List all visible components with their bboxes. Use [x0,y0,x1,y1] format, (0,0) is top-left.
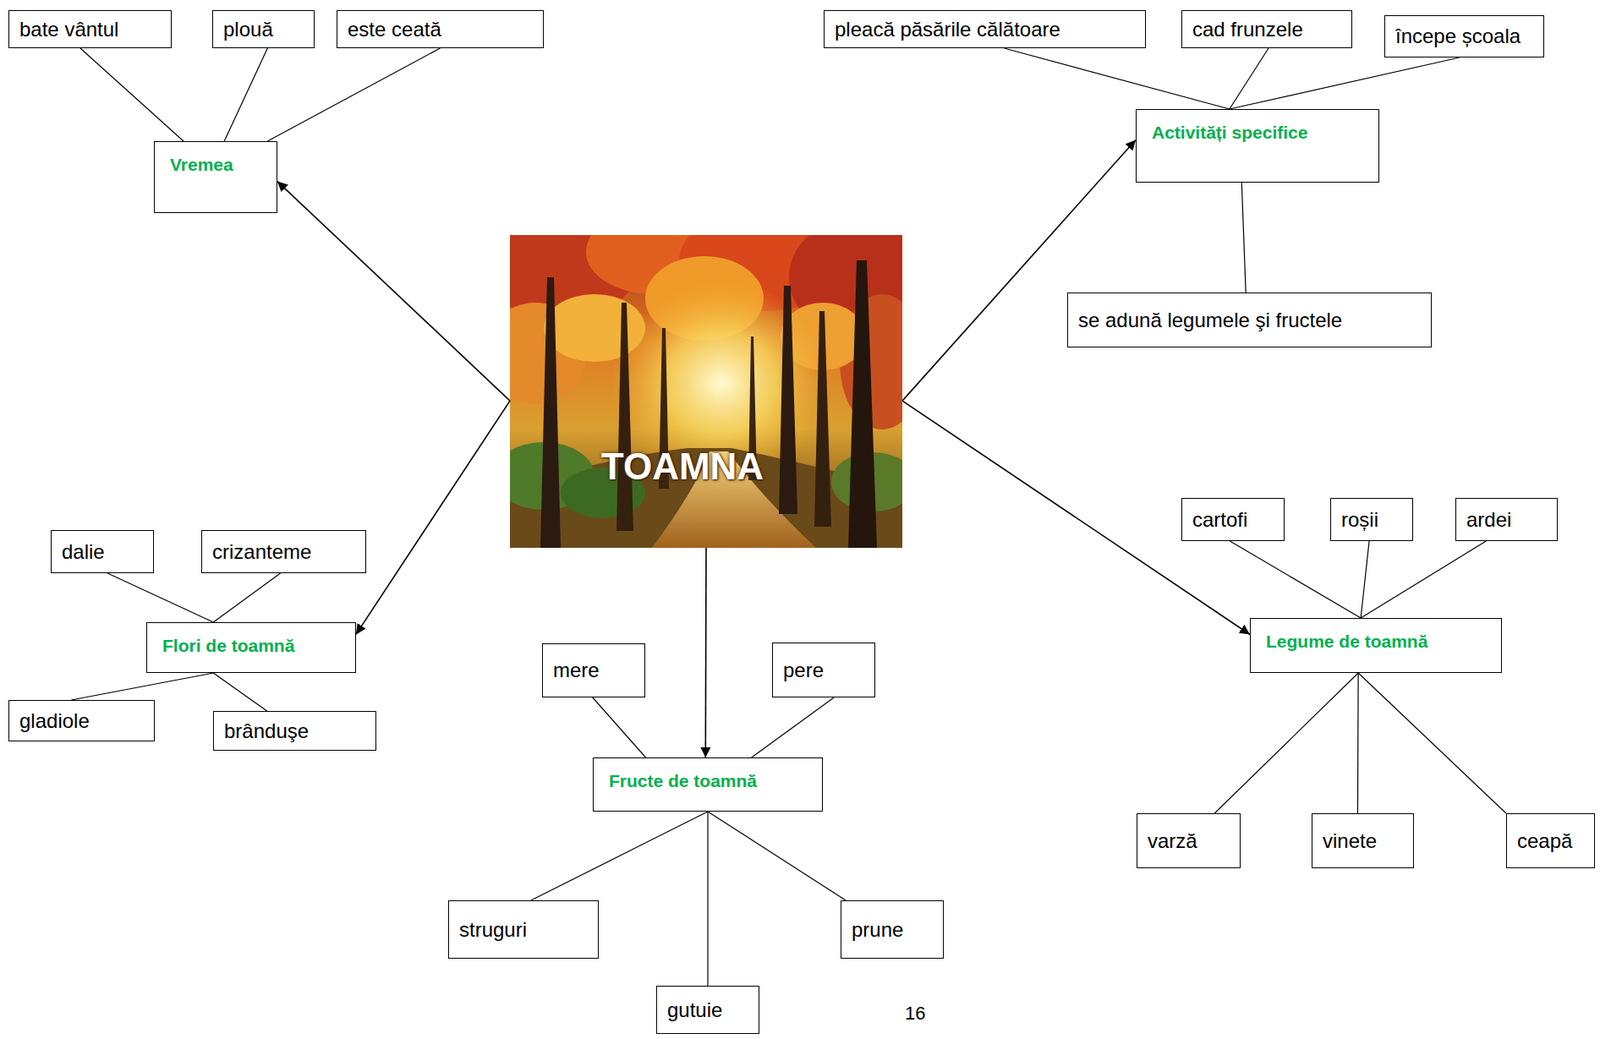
node-text: pere [783,658,824,683]
category-box: Vremea [153,141,278,214]
category-box: Legume de toamnă [1249,618,1502,674]
node-text: struguri [459,918,527,943]
leaf-box: ceapă [1506,813,1595,869]
node-text: cad frunzele [1192,17,1304,42]
node-text: varză [1147,829,1198,854]
category-box: Flori de toamnă [146,622,357,674]
node-text: brânduşe [224,719,309,744]
connector-line [80,48,184,142]
connector-line [592,697,647,758]
leaf-box: gladiole [8,700,155,742]
connector-line [1214,673,1359,814]
node-text: TOAMNA [509,446,903,488]
connector-line [1003,48,1230,110]
leaf-box: începe școala [1384,15,1545,58]
node-text: bate vântul [19,17,119,42]
node-text: cartofi [1192,508,1248,532]
arrow-connector [704,547,707,758]
node-text: pleacă păsările călătoare [834,17,1061,42]
leaf-box: cad frunzele [1181,10,1353,49]
connector-line [707,811,846,901]
leaf-box: dalie [50,530,154,574]
connector-line [71,673,214,701]
connector-line [1229,57,1460,110]
connector-line [1360,541,1486,619]
node-text: plouă [223,17,274,42]
leaf-box: se adună legumele şi fructele [1067,292,1432,348]
category-box: Fructe de toamnă [592,757,823,812]
node-text: dalie [61,540,105,565]
node-text: crizanteme [212,540,312,565]
connector-line [1360,541,1370,619]
connector-line [224,48,268,142]
connector-line [213,673,267,712]
node-text: roșii [1341,508,1379,532]
connector-line [531,811,708,901]
node-text: vinete [1322,829,1377,854]
leaf-box: crizanteme [201,530,367,574]
leaf-box: pleacă păsările călătoare [823,10,1146,49]
node-text: gutuie [667,998,723,1023]
connector-line [706,811,708,987]
forest-illustration [509,235,903,548]
leaf-box: pere [772,642,876,698]
node-text: Vremea [169,153,234,176]
arrow-connector [277,181,510,402]
connector-line [751,697,835,758]
leaf-box: struguri [448,900,599,959]
arrow-connector [902,400,1250,635]
arrow-connector [902,140,1136,402]
node-text: Legume de toamnă [1265,630,1428,653]
connector-line [1357,673,1359,814]
node-text: ardei [1466,508,1512,532]
node-text: Flori de toamnă [162,635,295,657]
connector-line [213,573,280,623]
leaf-box: este ceată [336,10,544,49]
node-text: ceapă [1517,829,1573,854]
leaf-box: plouă [212,10,315,49]
node-text: gladiole [19,709,90,734]
leaf-box: brânduşe [213,711,377,751]
leaf-box: mere [542,643,646,698]
node-text: prune [851,918,904,943]
connector-line [267,48,440,142]
leaf-box: vinete [1311,813,1414,869]
central-picture: TOAMNA [509,235,903,548]
category-box: Activități specifice [1135,109,1380,183]
page-number: 16 [904,1002,926,1025]
connector-line [107,573,214,623]
node-text: mere [553,658,600,683]
leaf-box: cartofi [1181,498,1285,542]
leaf-box: roșii [1330,498,1414,542]
node-text: Activități specifice [1151,121,1308,143]
arrow-connector [356,400,510,635]
node-text: se adună legumele şi fructele [1078,308,1343,333]
node-text: Fructe de toamnă [608,770,757,792]
leaf-box: ardei [1455,498,1558,542]
node-text: este ceată [347,17,442,42]
node-text: începe școala [1395,24,1521,49]
connector-line [1358,673,1507,814]
leaf-box: gutuie [656,986,760,1035]
connector-line [1229,48,1269,110]
connector-line [1229,541,1361,619]
leaf-box: varză [1136,813,1241,869]
leaf-box: prune [840,900,944,959]
leaf-box: bate vântul [8,10,172,49]
connector-line [1241,182,1246,293]
